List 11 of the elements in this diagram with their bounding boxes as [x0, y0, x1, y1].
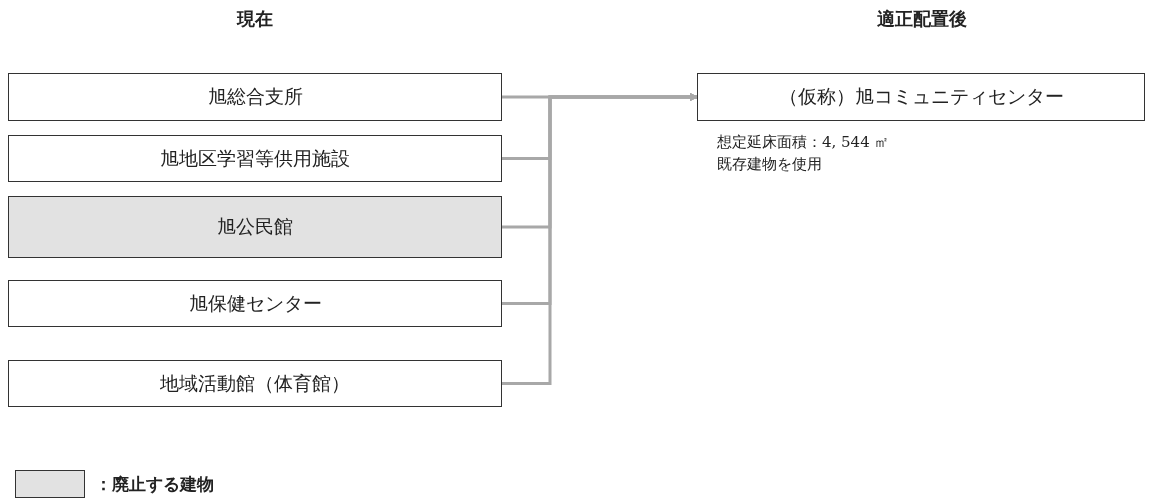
legend-text: ：廃止する建物: [95, 473, 214, 496]
note-text: 既存建物を使用: [717, 155, 822, 174]
facility-box: 旭地区学習等供用施設: [8, 135, 502, 182]
facility-box: 旭公民館: [8, 196, 502, 258]
facility-box: 旭保健センター: [8, 280, 502, 327]
facility-box: 旭総合支所: [8, 73, 502, 121]
column-heading: 適正配置後: [877, 7, 967, 31]
column-heading: 現在: [237, 7, 273, 31]
facility-box: （仮称）旭コミュニティセンター: [697, 73, 1145, 121]
facility-box: 地域活動館（体育館）: [8, 360, 502, 407]
note-text: 想定延床面積：4, 544 ㎡: [717, 133, 890, 152]
